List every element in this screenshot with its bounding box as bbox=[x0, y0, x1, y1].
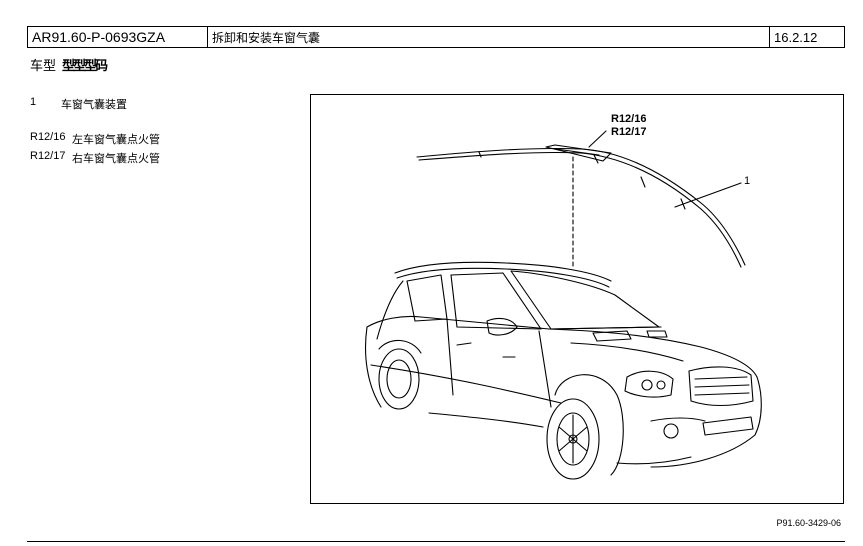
window-airbag-unit bbox=[416, 144, 746, 268]
legend-text: 车窗气囊装置 bbox=[61, 98, 127, 111]
callout-leader-1 bbox=[674, 182, 742, 208]
callout-leader-r12 bbox=[588, 130, 607, 148]
header-table: AR91.60-P-0693GZA 拆卸和安装车窗气囊 16.2.12 bbox=[27, 26, 845, 48]
legend-item: R12/16 左车窗气囊点火管 bbox=[30, 131, 160, 147]
model-label: 车型 bbox=[30, 59, 57, 74]
vehicle-model: 车型型型型码 bbox=[30, 55, 108, 74]
model-value: 型型型码 bbox=[62, 59, 108, 74]
document-id: AR91.60-P-0693GZA bbox=[28, 27, 208, 47]
document-date: 16.2.12 bbox=[774, 29, 818, 45]
figure-reference: P91.60-3429-06 bbox=[776, 518, 841, 528]
car-airbag-illustration bbox=[365, 130, 762, 480]
document-title: 拆卸和安装车窗气囊 bbox=[208, 27, 770, 47]
callout-1: 1 bbox=[744, 175, 751, 187]
callout-r12-17: R12/17 bbox=[611, 126, 647, 138]
bottom-divider bbox=[27, 541, 845, 542]
legend-text: 右车窗气囊点火管 bbox=[72, 152, 160, 165]
legend-key: R12/17 bbox=[30, 150, 66, 162]
callout-r12-16: R12/16 bbox=[611, 113, 647, 125]
legend-text: 左车窗气囊点火管 bbox=[72, 133, 160, 146]
legend-key: R12/16 bbox=[30, 131, 66, 143]
car-body bbox=[365, 261, 762, 480]
legend-item: 1 车窗气囊装置 bbox=[30, 96, 127, 112]
legend-item: R12/17 右车窗气囊点火管 bbox=[30, 150, 160, 166]
illustration-frame: R12/16 R12/17 1 bbox=[310, 94, 844, 504]
legend-key: 1 bbox=[30, 96, 37, 108]
